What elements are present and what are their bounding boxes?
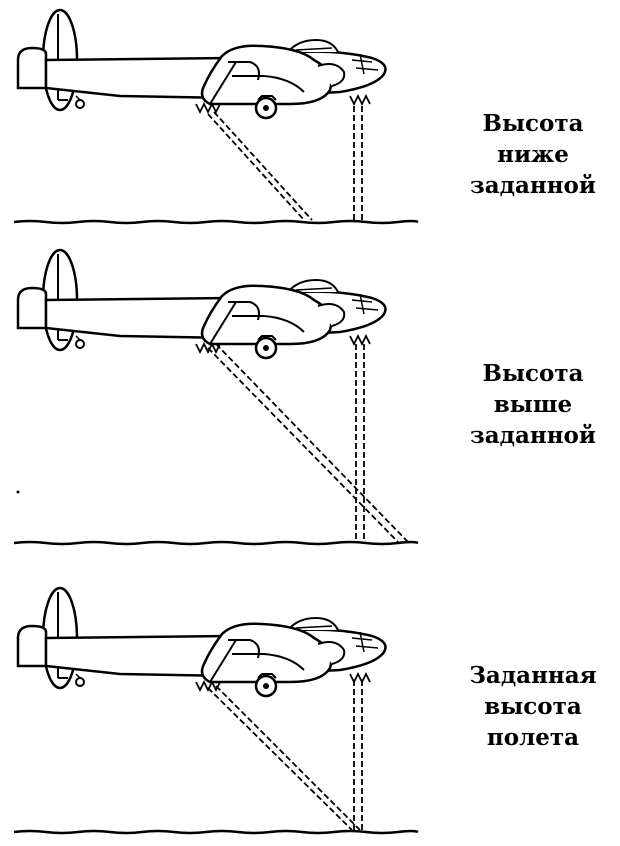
vertical-beam	[355, 344, 365, 542]
caption-line: заданной	[470, 172, 596, 199]
aircraft-diagram	[12, 586, 420, 835]
aircraft-illustration	[16, 586, 387, 698]
slanted-beam	[207, 111, 313, 221]
aircraft-illustration	[16, 8, 387, 120]
diagram-panel-below: Высота ниже заданной	[0, 0, 620, 260]
aircraft-illustration	[16, 248, 387, 360]
caption-line: Высота	[482, 110, 584, 137]
panel-caption: Высота ниже заданной	[448, 108, 618, 201]
aircraft-diagram	[12, 248, 420, 546]
caption-line: заданной	[470, 422, 596, 449]
caption-line: ниже	[497, 141, 569, 168]
caption-line: Высота	[482, 360, 584, 387]
vertical-beam	[353, 106, 363, 220]
ground-line	[12, 219, 420, 225]
ground-line	[12, 540, 420, 546]
slanted-beam	[207, 685, 361, 831]
diagram-panel-at: Заданная высота полета	[0, 578, 620, 846]
ground-line	[12, 829, 420, 835]
stray-dot	[16, 490, 20, 494]
caption-line: полета	[486, 724, 580, 751]
panel-caption: Заданная высота полета	[448, 660, 618, 753]
caption-line: высота	[484, 693, 582, 720]
slanted-beam	[207, 343, 409, 543]
caption-line: выше	[493, 391, 573, 418]
aircraft-diagram	[12, 8, 420, 225]
caption-line: Заданная	[469, 662, 597, 689]
diagram-panel-above: Высота выше заданной	[0, 240, 620, 560]
panel-caption: Высота выше заданной	[448, 358, 618, 451]
vertical-beam	[353, 680, 363, 830]
